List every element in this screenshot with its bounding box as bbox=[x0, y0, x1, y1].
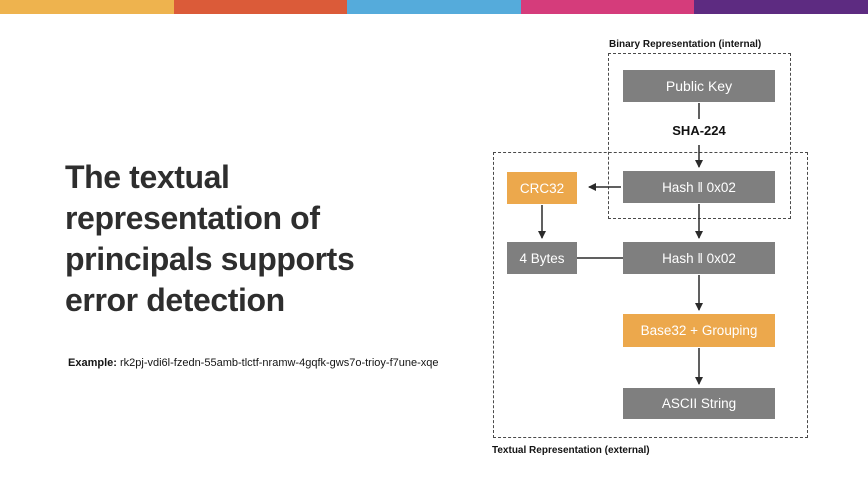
example-principal-text: Example: rk2pj-vdi6l-fzedn-55amb-tlctf-n… bbox=[68, 357, 468, 369]
node-crc32: CRC32 bbox=[507, 172, 577, 204]
top-color-bar bbox=[0, 0, 868, 14]
node-public-key: Public Key bbox=[623, 70, 775, 102]
slide-title-line: representation of bbox=[65, 200, 320, 236]
node-ascii-string: ASCII String bbox=[623, 388, 775, 419]
example-principal-value: rk2pj-vdi6l-fzedn-55amb-tlctf-nramw-4gqf… bbox=[119, 357, 439, 369]
example-label: Example: bbox=[68, 357, 117, 369]
node-4-bytes: 4 Bytes bbox=[507, 242, 577, 274]
sha224-edge-label: SHA-224 bbox=[672, 123, 726, 138]
color-bar-segment-purple bbox=[694, 0, 868, 14]
node-hash-concat-2: Hash ‖ 0x02 bbox=[623, 242, 775, 274]
textual-representation-region-outline bbox=[493, 152, 808, 438]
color-bar-segment-red bbox=[173, 0, 348, 14]
binary-region-label: Binary Representation (internal) bbox=[609, 39, 762, 50]
textual-region-label: Textual Representation (external) bbox=[492, 445, 650, 456]
slide-title-line: error detection bbox=[65, 282, 285, 318]
slide-title-line: principals supports bbox=[65, 241, 355, 277]
slide-title-line: The textual bbox=[65, 159, 230, 195]
color-bar-segment-pink bbox=[520, 0, 695, 14]
node-hash-concat-1: Hash ‖ 0x02 bbox=[623, 171, 775, 203]
color-bar-segment-blue bbox=[347, 0, 521, 14]
color-bar-segment-amber bbox=[0, 0, 174, 14]
slide-title: The textual representation of principals… bbox=[65, 157, 425, 321]
node-base32-grouping: Base32 + Grouping bbox=[623, 314, 775, 347]
